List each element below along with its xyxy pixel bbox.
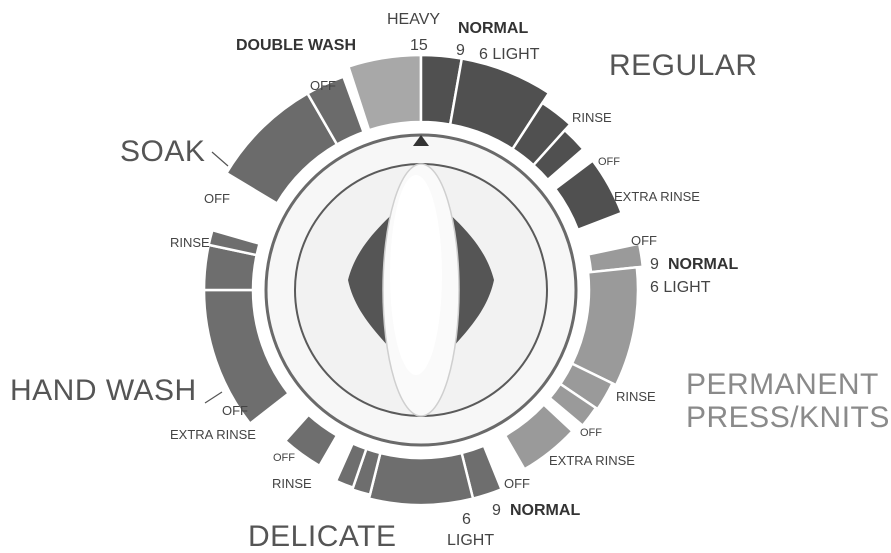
soak-leader-line [212,152,228,166]
label-extra-rinse-permanent-press: EXTRA RINSE [549,454,635,467]
label-light-delicate: LIGHT [447,533,494,549]
label-off-delicate: OFF [273,453,295,464]
label-double-wash: DOUBLE WASH [236,38,356,54]
label-6-light-regular: 6 LIGHT [479,47,539,63]
section-soak: SOAK [120,137,205,167]
label-6-light-permanent-press: 6 LIGHT [650,280,710,296]
label-off-permanent-press-top: OFF [631,234,657,247]
section-permanent-press-line1: PERMANENT [686,370,879,400]
label-rinse-delicate: RINSE [272,477,312,490]
knob-highlight [390,175,442,375]
label-off-regular: OFF [598,157,620,168]
label-normal-permanent-press: NORMAL [668,257,738,273]
section-hand-wash: HAND WASH [10,376,197,406]
hand-wash-leader-line [205,392,222,403]
segment-delicate-light[interactable] [369,453,473,505]
label-15: 15 [410,38,428,54]
segment-regular-extra-rinse[interactable] [555,161,622,230]
label-off-double-wash: OFF [310,79,336,92]
label-extra-rinse-hand-wash: EXTRA RINSE [170,428,256,441]
label-off-permanent-press: OFF [580,428,602,439]
label-9-delicate: 9 [492,503,501,519]
section-regular: REGULAR [609,51,758,81]
label-rinse-permanent-press: RINSE [616,390,656,403]
label-heavy: HEAVY [387,12,440,28]
label-9-permanent-press: 9 [650,257,659,273]
label-normal-delicate: NORMAL [510,503,580,519]
label-6-delicate: 6 [462,512,471,528]
label-off-soak: OFF [204,192,230,205]
label-off-delicate-right: OFF [504,477,530,490]
label-rinse-left: RINSE [170,236,210,249]
label-off-hand-wash: OFF [222,404,248,417]
label-9-regular: 9 [456,43,465,59]
label-normal-regular: NORMAL [458,21,528,37]
label-rinse-regular: RINSE [572,111,612,124]
section-delicate: DELICATE [248,522,396,552]
label-extra-rinse-regular: EXTRA RINSE [614,190,700,203]
section-permanent-press-line2: PRESS/KNITS [686,403,890,433]
